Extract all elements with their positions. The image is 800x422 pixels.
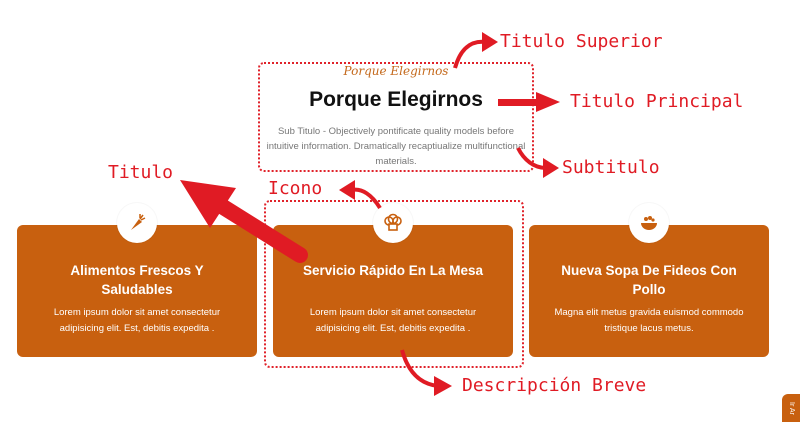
card-title: Alimentos Frescos Y Saludables bbox=[70, 263, 204, 297]
chef-hat-icon bbox=[373, 203, 413, 243]
feature-card: Nueva Sopa De Fideos Con Pollo Magna eli… bbox=[529, 225, 769, 357]
annotation-titulo-principal: Titulo Principal bbox=[570, 91, 744, 112]
card-title: Nueva Sopa De Fideos Con Pollo bbox=[561, 263, 737, 297]
annotation-descripcion-breve: Descripción Breve bbox=[462, 375, 647, 396]
annotation-subtitulo: Subtitulo bbox=[562, 157, 660, 178]
soup-bowl-icon bbox=[629, 203, 669, 243]
header-highlight-box bbox=[258, 62, 534, 172]
page-title: Porque Elegirnos bbox=[309, 88, 483, 111]
card-highlight-box bbox=[264, 200, 524, 368]
upper-title: Porque Elegirnos bbox=[343, 64, 449, 78]
subtitle: Sub Titulo - Objectively pontificate qua… bbox=[266, 126, 526, 167]
carrot-icon bbox=[117, 203, 157, 243]
annotation-icono: Icono bbox=[268, 178, 323, 199]
card-description: Lorem ipsum dolor sit amet consectetur a… bbox=[53, 307, 221, 334]
side-tab-button[interactable]: Ir Ar bbox=[782, 394, 800, 422]
card-description: Lorem ipsum dolor sit amet consectetur a… bbox=[309, 307, 477, 334]
annotation-titulo: Titulo bbox=[108, 162, 174, 183]
feature-card: Servicio Rápido En La Mesa Lorem ipsum d… bbox=[273, 225, 513, 357]
card-title: Servicio Rápido En La Mesa bbox=[302, 263, 484, 278]
card-description: Magna elit metus gravida euismod commodo… bbox=[554, 307, 744, 334]
feature-card: Alimentos Frescos Y Saludables Lorem ips… bbox=[17, 225, 257, 357]
annotation-titulo-superior: Titulo Superior bbox=[500, 31, 663, 52]
